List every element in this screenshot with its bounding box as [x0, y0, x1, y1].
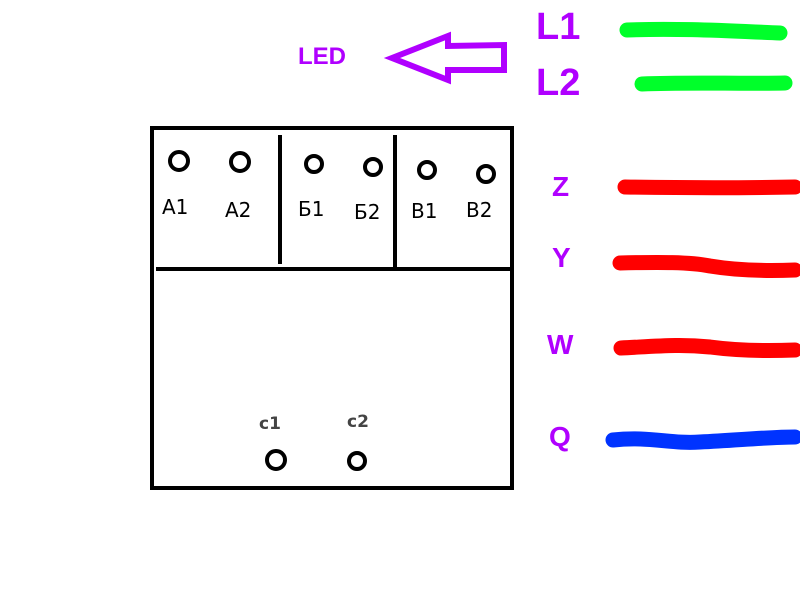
terminal-c1	[265, 449, 287, 471]
terminal-v2	[476, 164, 496, 184]
wire-l2	[634, 75, 793, 92]
terminal-a1	[168, 150, 190, 172]
terminal-label-a1: A1	[162, 195, 188, 219]
wire-q	[605, 429, 800, 450]
wire-label-l2: L2	[536, 62, 580, 104]
led-label: LED	[298, 43, 346, 70]
wire-z	[617, 179, 800, 196]
arrow-left-icon	[383, 31, 507, 85]
wire-label-q: Q	[549, 421, 571, 452]
terminal-label-c2: c2	[347, 412, 369, 432]
wire-w	[613, 337, 800, 359]
wire-l1	[619, 21, 788, 41]
terminal-label-b1: Б1	[298, 197, 324, 221]
terminal-v1	[417, 160, 437, 180]
terminal-b2	[363, 157, 383, 177]
terminal-b1	[304, 154, 324, 174]
terminal-label-c1: c1	[259, 414, 281, 434]
wire-label-w: W	[547, 329, 574, 360]
terminal-label-v1: В1	[411, 199, 437, 223]
wire-label-z: Z	[552, 171, 569, 202]
wire-y	[612, 254, 800, 279]
terminal-label-b2: Б2	[354, 200, 380, 224]
terminal-label-a2: A2	[225, 198, 251, 222]
wire-label-y: Y	[552, 242, 571, 273]
terminal-a2	[229, 151, 251, 173]
terminal-c2	[347, 451, 367, 471]
wire-label-l1: L1	[536, 6, 580, 48]
terminal-label-v2: В2	[466, 198, 492, 222]
terminal-box	[150, 126, 514, 490]
